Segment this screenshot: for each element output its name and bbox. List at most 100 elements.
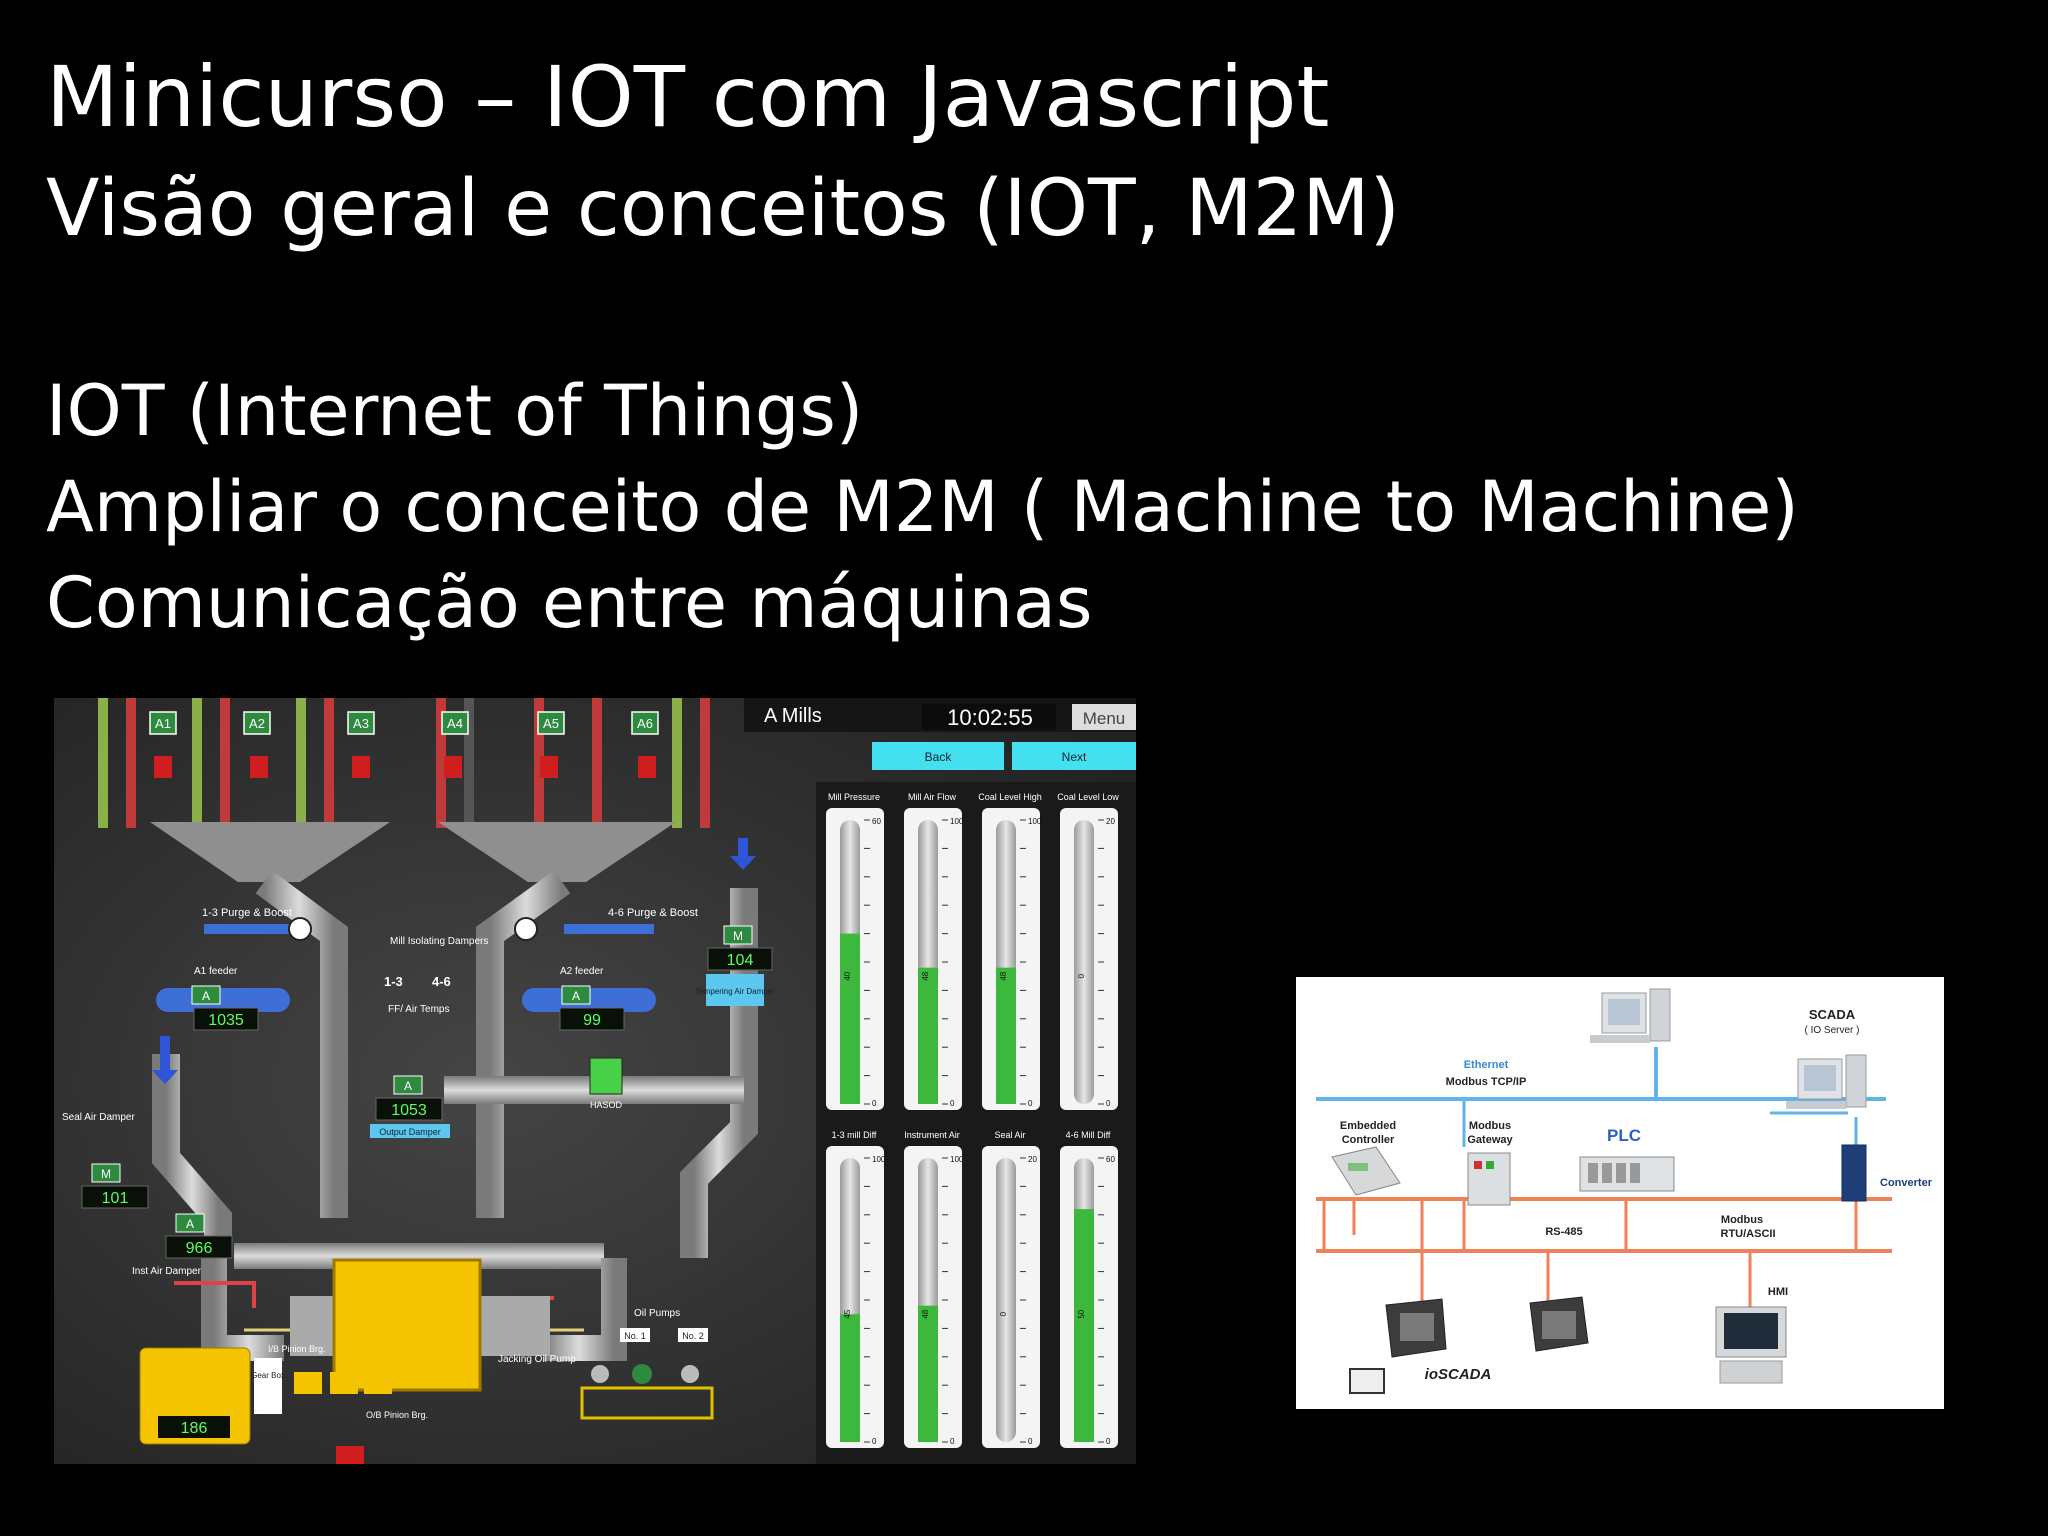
gauge-max: 100 xyxy=(950,817,964,826)
feeder-badges: A1 A2 A3 A4 A5 A6 xyxy=(149,711,659,735)
gauge-label: Instrument Air xyxy=(904,1130,960,1140)
next-button[interactable] xyxy=(1012,742,1136,770)
mill-body xyxy=(332,1258,482,1392)
svg-text:A: A xyxy=(572,989,580,1003)
embedded-label: Embedded xyxy=(1340,1120,1396,1132)
gauge-label: 1-3 mill Diff xyxy=(832,1130,877,1140)
meter-icon xyxy=(1349,1368,1385,1394)
mill-hmi-diagram: A1 A2 A3 A4 A5 A6 1-3 Purge & Boost 4-6 … xyxy=(54,698,1136,1464)
body-line-2: Ampliar o conceito de M2M ( Machine to M… xyxy=(46,466,1799,548)
feeder-a4: A4 xyxy=(447,716,463,731)
hmi-monitor-icon xyxy=(1715,1306,1787,1384)
touch-panel-icon-2 xyxy=(1529,1296,1589,1352)
hmi-label: HMI xyxy=(1768,1286,1788,1298)
gauge-label: Coal Level High xyxy=(978,792,1042,802)
pump-no1: No. 1 xyxy=(624,1331,646,1341)
gauge-zero: 0 xyxy=(1028,1437,1033,1446)
svg-text:A: A xyxy=(186,1217,194,1231)
feeder-level-bars xyxy=(98,698,710,828)
hopper-left xyxy=(150,822,390,882)
gauge-reading: 0 xyxy=(1077,973,1086,978)
svg-text:A: A xyxy=(404,1079,412,1093)
seal-value: 101 xyxy=(102,1190,129,1207)
gauge-reading: 45 xyxy=(843,1309,852,1318)
gauge-max: 100 xyxy=(950,1155,964,1164)
ethernet-label: Ethernet xyxy=(1464,1059,1509,1071)
converter-label: Converter xyxy=(1880,1177,1933,1189)
station-name: A Mills xyxy=(764,705,822,727)
output-value: 1053 xyxy=(391,1102,427,1119)
damper-left-icon xyxy=(288,917,312,941)
gauge-max: 60 xyxy=(1106,1155,1115,1164)
scada-computer-icon xyxy=(1786,1054,1867,1109)
svg-text:M: M xyxy=(733,929,743,943)
a1-feeder-value: 1035 xyxy=(208,1012,244,1029)
svg-text:A: A xyxy=(202,989,210,1003)
seal-air-damper-label: Seal Air Damper xyxy=(62,1112,135,1123)
io-server-label: ( IO Server ) xyxy=(1804,1025,1859,1036)
ob-pinion-label: O/B Pinion Brg. xyxy=(366,1410,428,1420)
plc-icon xyxy=(1579,1156,1675,1192)
gear-box-label: Gear Box xyxy=(251,1371,285,1380)
tempering-label: Tempering Air Damper xyxy=(695,987,775,996)
slide-title: Minicurso – IOT com Javascript xyxy=(46,48,1330,146)
menu-button[interactable] xyxy=(1072,704,1136,730)
hasod-label: HASOD xyxy=(590,1100,623,1110)
gauge-tube xyxy=(996,1158,1016,1442)
gauge-reading: 48 xyxy=(921,1309,930,1318)
svg-text:M: M xyxy=(101,1167,111,1181)
gauge-fill xyxy=(840,1314,860,1442)
ioscada-logo: ioSCADA xyxy=(1425,1366,1492,1383)
rs485-label: RS-485 xyxy=(1545,1226,1582,1238)
group-b-label: 4-6 xyxy=(432,974,451,989)
gauge-max: 100 xyxy=(872,1155,886,1164)
gauge-reading: 48 xyxy=(999,971,1008,980)
arrow-down-icon xyxy=(730,838,756,870)
jacking-label: Jacking Oil Pump xyxy=(498,1354,576,1365)
modbus-tcp-label: Modbus TCP/IP xyxy=(1446,1076,1527,1088)
controller-label: Controller xyxy=(1342,1134,1395,1146)
slide-subtitle: Visão geral e conceitos (IOT, M2M) xyxy=(46,164,1400,254)
gauge-zero: 0 xyxy=(950,1099,955,1108)
gauge-label: Seal Air xyxy=(994,1130,1025,1140)
inst-value: 966 xyxy=(186,1240,213,1257)
gauge-tube xyxy=(1074,820,1094,1104)
gauge-max: 20 xyxy=(1028,1155,1037,1164)
menu-label: Menu xyxy=(1083,709,1126,728)
gateway-icon xyxy=(1467,1152,1511,1206)
a2-feeder-value: 99 xyxy=(583,1012,601,1029)
gauge-label: Mill Air Flow xyxy=(908,792,957,802)
back-button[interactable] xyxy=(872,742,1004,770)
gauge-label: Mill Pressure xyxy=(828,792,880,802)
gauge-reading: 0 xyxy=(999,1311,1008,1316)
gauge-zero: 0 xyxy=(872,1437,877,1446)
ff-temps-label: FF/ Air Temps xyxy=(388,1004,450,1015)
body-line-1: IOT (Internet of Things) xyxy=(46,370,864,452)
feeder-a2: A2 xyxy=(249,716,265,731)
gateway-label: Gateway xyxy=(1467,1134,1513,1146)
feeder-a1: A1 xyxy=(155,716,171,731)
damper-right-icon xyxy=(514,917,538,941)
gauge-fill xyxy=(996,967,1016,1104)
touch-panel-icon xyxy=(1385,1298,1447,1358)
feeder-a5: A5 xyxy=(543,716,559,731)
isolating-label: Mill Isolating Dampers xyxy=(390,936,488,947)
gauge-zero: 0 xyxy=(1106,1437,1111,1446)
gauge-max: 60 xyxy=(872,817,881,826)
body-line-3: Comunicação entre máquinas xyxy=(46,562,1093,644)
arrow-down-icon-2 xyxy=(152,1036,178,1084)
gauge-fill xyxy=(918,1305,938,1442)
gauge-label: Coal Level Low xyxy=(1057,792,1119,802)
ib-pinion-label: I/B Pinion Brg. xyxy=(268,1344,326,1354)
embedded-controller-icon xyxy=(1331,1146,1401,1196)
rtu-ascii-label: RTU/ASCII xyxy=(1721,1228,1776,1240)
gauge-max: 20 xyxy=(1106,817,1115,826)
next-label: Next xyxy=(1062,750,1087,764)
feeder-a6: A6 xyxy=(637,716,653,731)
gauge-zero: 0 xyxy=(950,1437,955,1446)
gauge-reading: 50 xyxy=(1077,1309,1086,1318)
clock: 10:02:55 xyxy=(947,705,1033,730)
gauge-label: 4-6 Mill Diff xyxy=(1066,1130,1111,1140)
a1-feeder-label: A1 feeder xyxy=(194,966,238,977)
